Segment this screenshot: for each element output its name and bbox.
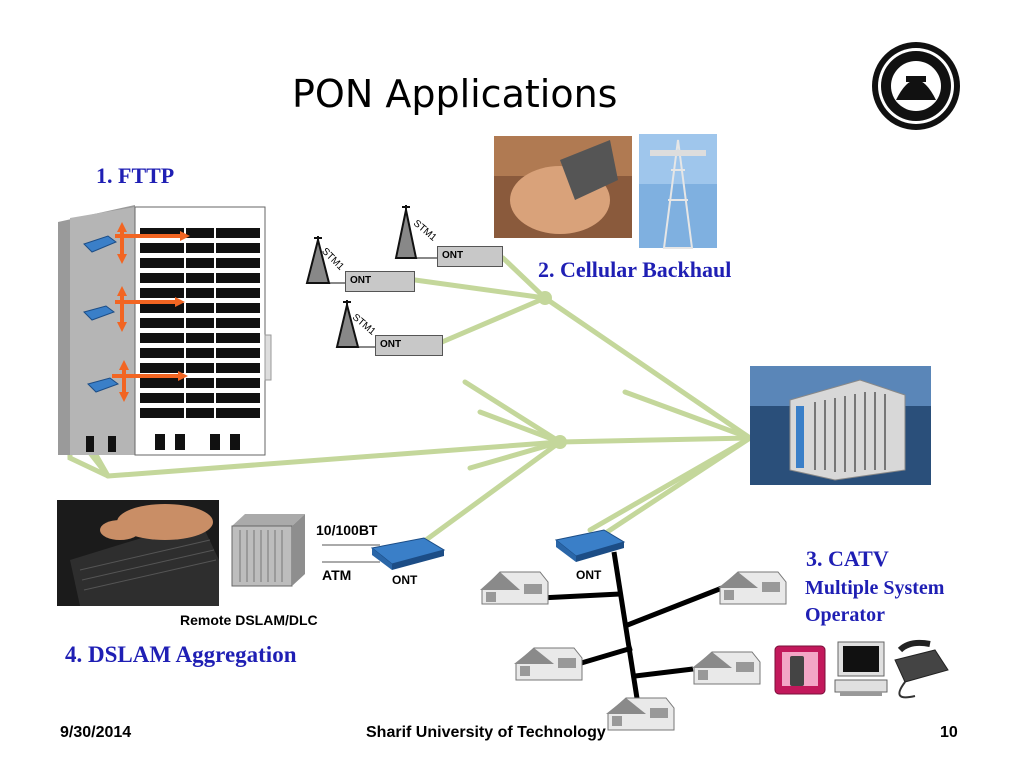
slide-title: PON Applications xyxy=(292,72,618,116)
label-catv-ont: ONT xyxy=(576,568,602,582)
ont-box: ONT xyxy=(345,271,415,292)
label-ethernet: 10/100BT xyxy=(316,522,378,538)
label-catv: 3. CATV xyxy=(806,546,889,571)
label-catv-line3: Operator xyxy=(805,604,885,626)
ont-label: ONT xyxy=(350,275,372,286)
splitter-dot xyxy=(538,291,552,305)
ont-device-icon xyxy=(83,235,120,393)
ont-box: ONT xyxy=(375,335,443,356)
olt-chassis-icon xyxy=(750,366,931,485)
ont-label: ONT xyxy=(442,250,464,261)
ont-device-icon xyxy=(554,529,626,562)
sharif-university-logo xyxy=(872,42,960,130)
ont-label: ONT xyxy=(380,339,402,350)
tower-photo xyxy=(639,134,717,249)
house-icon xyxy=(606,697,675,731)
footer-date: 9/30/2014 xyxy=(60,724,132,741)
arrow-icon xyxy=(112,222,190,402)
building-icon xyxy=(58,205,272,456)
computer-icon xyxy=(834,641,888,696)
ont-device-icon xyxy=(370,537,446,570)
ont-box: ONT xyxy=(437,246,503,267)
splitter-dot xyxy=(553,435,567,449)
label-fttp: 1. FTTP xyxy=(96,163,175,188)
house-icon xyxy=(514,647,583,681)
footer-page-number: 10 xyxy=(940,724,958,741)
house-icon xyxy=(718,571,787,605)
label-dslam-aggregation: 4. DSLAM Aggregation xyxy=(65,642,297,667)
cell-phone-photo xyxy=(494,136,632,238)
tv-icon xyxy=(774,645,826,695)
house-icon xyxy=(480,571,549,605)
label-catv-line2: Multiple System xyxy=(805,577,945,599)
label-dslam-ont: ONT xyxy=(392,573,418,587)
dslam-chassis-icon xyxy=(231,514,305,587)
phone-icon xyxy=(894,639,949,699)
house-icon xyxy=(692,651,761,685)
label-remote-dslam: Remote DSLAM/DLC xyxy=(180,612,318,628)
label-atm: ATM xyxy=(322,567,352,583)
label-cellular-backhaul: 2. Cellular Backhaul xyxy=(538,257,732,282)
laptop-photo xyxy=(57,500,219,606)
footer-organization: Sharif University of Technology xyxy=(366,724,606,741)
cell-tower-icon xyxy=(305,205,418,348)
